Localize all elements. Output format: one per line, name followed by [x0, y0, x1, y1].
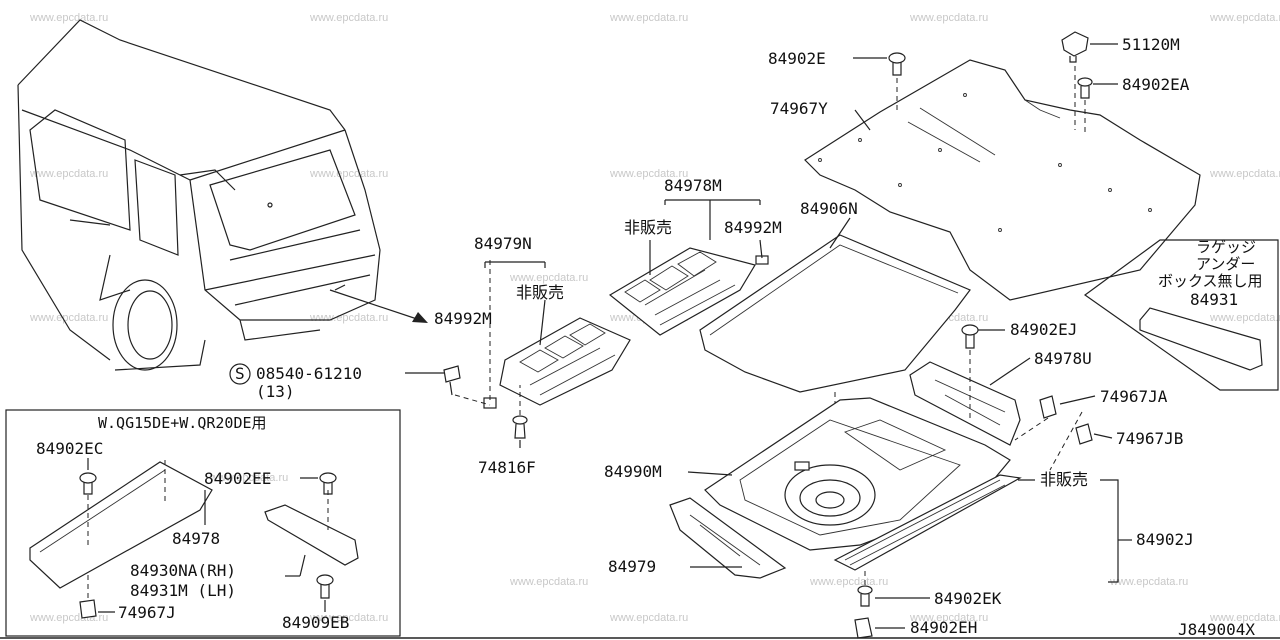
- watermark: www.epcdata.ru: [910, 12, 989, 24]
- inset-box: [5, 409, 401, 637]
- watermark: www.epcdata.ru: [310, 312, 389, 324]
- part-84906N-mat: [699, 234, 971, 393]
- arrow-head-icon: [412, 312, 428, 323]
- part-84978-board: [29, 461, 213, 589]
- screw-symbol-circle: [229, 363, 251, 385]
- clip-84902EH-icon: [854, 617, 873, 639]
- callout-84978: 84978: [172, 529, 221, 548]
- watermark: www.epcdata.ru: [810, 576, 889, 588]
- watermark: www.epcdata.ru: [30, 168, 109, 180]
- clip-84902EC-icon: [79, 472, 97, 495]
- part-84902J-sill: [833, 474, 1022, 571]
- callout-84992M-top: 84992M: [724, 218, 782, 237]
- clip-84909EB-icon: [316, 574, 334, 599]
- clip-74967JB-icon: [1075, 423, 1093, 445]
- callout-84978M: 84978M: [664, 176, 722, 195]
- watermark: www.epcdata.ru: [30, 312, 109, 324]
- callout-74967Y: 74967Y: [770, 99, 828, 118]
- watermark: www.epcdata.ru: [1210, 312, 1280, 324]
- part-84978U: [909, 361, 1021, 446]
- vehicle-illustration: [17, 19, 381, 371]
- part-84979N: [483, 317, 631, 409]
- leader-lines: [405, 43, 1132, 629]
- clip-84902EE-icon: [319, 472, 337, 495]
- clip-84902EA-icon: [1077, 77, 1093, 99]
- clip-51120M-icon: [1061, 31, 1089, 63]
- watermark: www.epcdata.ru: [510, 576, 589, 588]
- clip-74816F-icon: [512, 415, 528, 439]
- watermark: www.epcdata.ru: [1110, 576, 1189, 588]
- part-84931: [1139, 307, 1263, 371]
- callout-84990M: 84990M: [604, 462, 662, 481]
- callout-84906N: 84906N: [800, 199, 858, 218]
- callout-screw-code: 08540-61210: [256, 364, 362, 383]
- callout-screw-qty: (13): [256, 382, 295, 401]
- callout-84902J: 84902J: [1136, 530, 1194, 549]
- callout-84930NA: 84930NA(RH): [130, 561, 236, 580]
- callout-74967JB: 74967JB: [1116, 429, 1184, 448]
- callout-74967J: 74967J: [118, 603, 176, 622]
- watermark: www.epcdata.ru: [1210, 612, 1280, 624]
- note-hihanbai-top: 非販売: [624, 218, 673, 237]
- note-line-3: ボックス無し用: [1158, 272, 1263, 290]
- part-84979: [669, 497, 787, 579]
- screw-symbol-letter: S: [235, 364, 245, 383]
- diagram-code: J849004X: [1178, 620, 1256, 639]
- callout-84902E: 84902E: [768, 49, 826, 68]
- watermark: www.epcdata.ru: [610, 612, 689, 624]
- callout-84979N: 84979N: [474, 234, 532, 253]
- note-hihanbai-right: 非販売: [1040, 470, 1089, 489]
- callout-84992M-left: 84992M: [434, 309, 492, 328]
- callout-84979: 84979: [608, 557, 657, 576]
- callout-84909EB: 84909EB: [282, 613, 350, 632]
- callout-84978U: 84978U: [1034, 349, 1092, 368]
- note-line-2: アンダー: [1196, 255, 1256, 273]
- watermark: www.epcdata.ru: [210, 472, 289, 484]
- note-box-outline: [1083, 239, 1279, 391]
- inset-title: W.QG15DE+W.QR20DE用: [98, 414, 267, 432]
- callout-84902EA: 84902EA: [1122, 75, 1190, 94]
- clip-74967J-icon: [79, 599, 97, 619]
- clip-84902EK-icon: [857, 585, 873, 607]
- watermark: www.epcdata.ru: [610, 168, 689, 180]
- watermark: www.epcdata.ru: [310, 168, 389, 180]
- clip-84902EJ-icon: [961, 324, 979, 349]
- callout-84931: 84931: [1190, 290, 1239, 309]
- watermark: www.epcdata.ru: [910, 612, 989, 624]
- location-arrow: [329, 289, 421, 321]
- part-84930NA: [264, 504, 359, 566]
- callout-84902EJ: 84902EJ: [1010, 320, 1078, 339]
- callout-84902EE: 84902EE: [204, 469, 272, 488]
- callout-84902EH: 84902EH: [910, 618, 978, 637]
- callout-74967JA: 74967JA: [1100, 387, 1168, 406]
- note-line-1: ラゲッジ: [1196, 238, 1257, 256]
- watermark: www.epcdata.ru: [310, 612, 389, 624]
- watermark: www.epcdata.ru: [30, 12, 109, 24]
- watermark: www.epcdata.ru: [610, 12, 689, 24]
- note-hihanbai-mid: 非販売: [516, 283, 565, 302]
- watermark: www.epcdata.ru: [510, 272, 589, 284]
- part-74967Y-board: [804, 59, 1201, 301]
- callout-74816F: 74816F: [478, 458, 536, 477]
- callout-84902EC: 84902EC: [36, 439, 104, 458]
- clip-74967JA-icon: [1039, 395, 1057, 419]
- part-84978M: [608, 247, 769, 336]
- watermark: www.epcdata.ru: [1210, 12, 1280, 24]
- watermark: www.epcdata.ru: [310, 12, 389, 24]
- callout-84902EK: 84902EK: [934, 589, 1002, 608]
- screw-icon: [443, 365, 461, 396]
- callout-84931M: 84931M (LH): [130, 581, 236, 600]
- watermark: www.epcdata.ru: [1210, 168, 1280, 180]
- callout-51120M: 51120M: [1122, 35, 1180, 54]
- clip-84902E-icon: [888, 52, 906, 76]
